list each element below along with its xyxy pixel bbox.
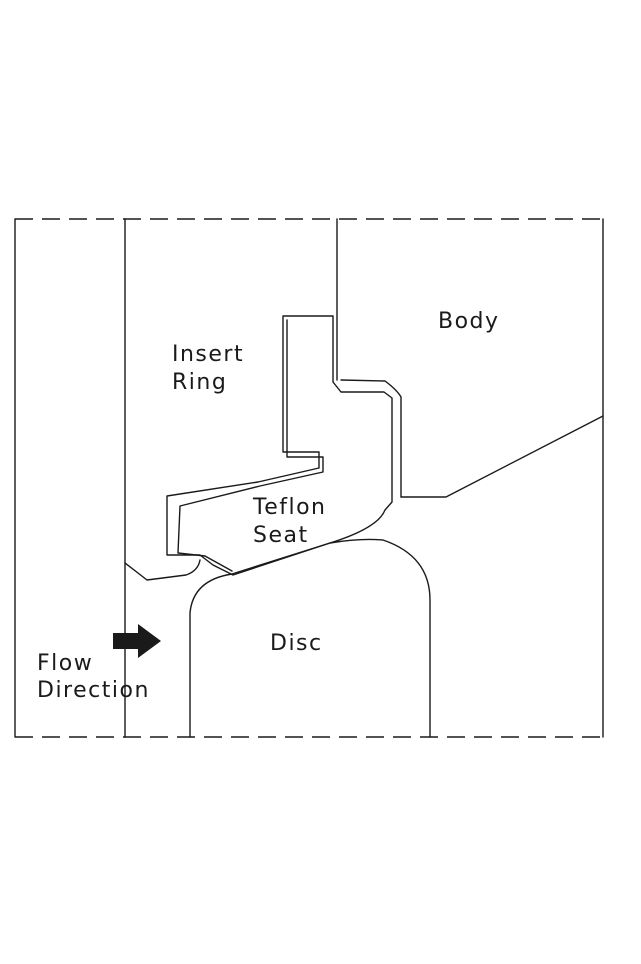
body-outline: [400, 415, 604, 498]
label-flow-line2: Direction: [37, 678, 150, 703]
label-insert-ring-line2: Ring: [172, 370, 227, 395]
teflon-seat-outline: [166, 315, 402, 576]
outer-frame: [14, 218, 604, 738]
label-body: Body: [438, 309, 500, 334]
label-teflon-seat-line2: Seat: [253, 523, 309, 548]
right-arrow-icon: [113, 624, 161, 658]
label-disc: Disc: [270, 631, 323, 656]
disc-outline: [189, 538, 431, 738]
label-insert-ring-line1: Insert: [172, 342, 244, 367]
insert-ring-outline: [124, 218, 338, 738]
label-flow-line1: Flow: [37, 651, 93, 676]
label-teflon-seat-line1: Teflon: [252, 495, 327, 520]
